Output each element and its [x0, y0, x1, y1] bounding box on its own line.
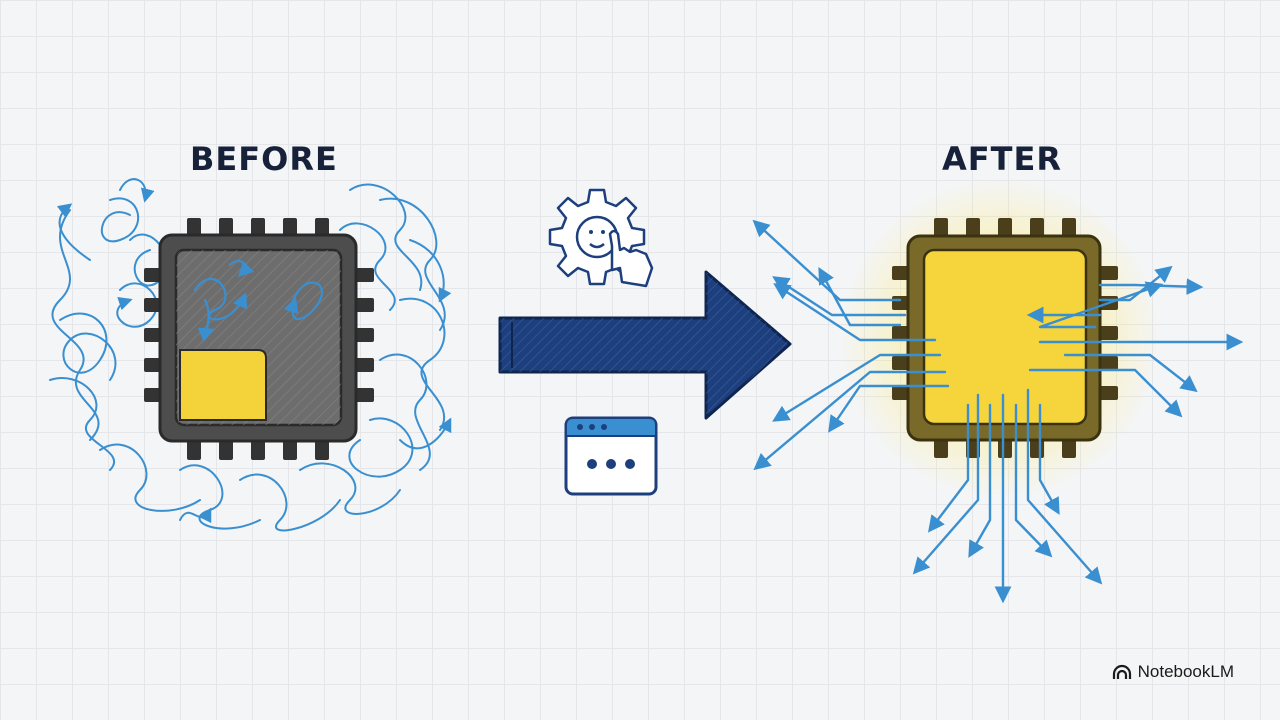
- browser-window-icon: [564, 416, 658, 496]
- right-arrow-icon: [498, 270, 792, 420]
- notebooklm-logo-icon: [1112, 664, 1131, 679]
- after-heading: AFTER: [942, 140, 1062, 178]
- notebooklm-brand: NotebookLM: [1112, 662, 1234, 682]
- brand-name: NotebookLM: [1137, 662, 1234, 681]
- gear-with-hand-icon: [548, 188, 654, 288]
- chip-before: [144, 218, 374, 460]
- organized-signal-arrows: [752, 219, 1244, 604]
- chip-after: [892, 218, 1118, 458]
- chaotic-scribbles: [49, 178, 452, 532]
- before-heading: BEFORE: [190, 140, 338, 178]
